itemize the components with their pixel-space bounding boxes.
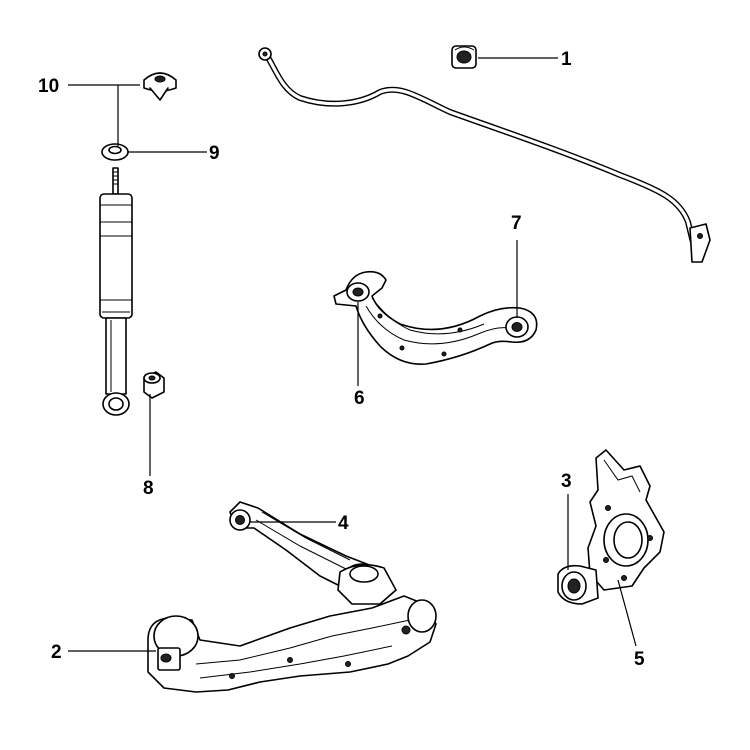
shock-mount-cap-icon xyxy=(143,72,177,101)
callout-7: 7 xyxy=(511,213,522,234)
callout-2: 2 xyxy=(51,642,62,663)
lower-control-arm-icon xyxy=(147,564,437,693)
shock-mount-washer-icon xyxy=(101,143,129,161)
bushing-icon xyxy=(451,45,477,69)
callout-8: 8 xyxy=(143,478,154,499)
steering-knuckle-icon xyxy=(587,449,665,591)
leader-lines xyxy=(68,57,637,652)
callout-6: 6 xyxy=(354,388,365,409)
arm-bushing-icon xyxy=(505,316,529,338)
shock-absorber-icon xyxy=(99,167,133,416)
callout-4: 4 xyxy=(338,513,349,534)
shock-bushing-icon xyxy=(143,371,165,399)
callout-labels: 1 2 3 4 5 6 7 8 9 10 xyxy=(38,49,645,670)
callout-10: 10 xyxy=(38,76,59,97)
callout-9: 9 xyxy=(209,143,220,164)
callout-1: 1 xyxy=(561,49,572,70)
callout-5: 5 xyxy=(634,649,645,670)
knuckle-bushing-icon xyxy=(557,564,599,605)
stabilizer-bar-icon xyxy=(258,47,711,263)
callout-3: 3 xyxy=(561,471,572,492)
camber-arm-icon xyxy=(333,270,538,365)
